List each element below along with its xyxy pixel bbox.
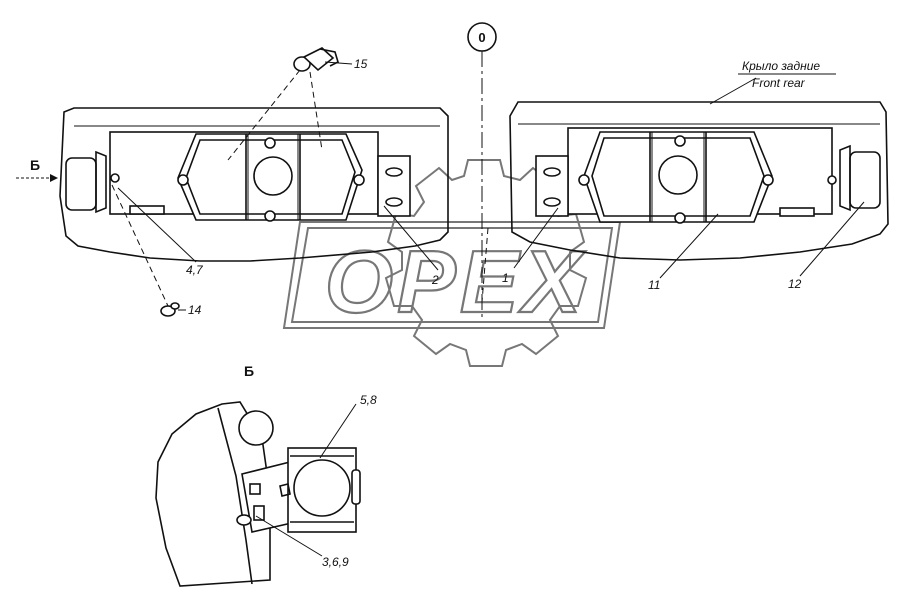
detail-leader-3-6-9 [255, 515, 323, 557]
left-side-clamp [377, 155, 411, 217]
left-lamp-screw-bottom [264, 210, 276, 222]
detail-wing-edge [217, 407, 253, 585]
bulb-part-14 [160, 302, 180, 317]
detail-nut-top [249, 483, 261, 495]
detail-bolt [236, 514, 252, 526]
callout-1: 1 [502, 271, 509, 285]
left-lamp-screw-right [353, 174, 365, 186]
right-clamp-hole-bottom [543, 197, 561, 207]
assembly-line-15b [309, 71, 323, 151]
callout-12: 12 [788, 277, 802, 291]
left-lamp-screw-left [177, 174, 189, 186]
right-lamp-rim [591, 137, 765, 217]
view-b-arrow: Б [16, 157, 58, 182]
right-side-clamp [535, 155, 569, 217]
zero-marker-label: 0 [478, 30, 485, 45]
right-lamp-screw-right [762, 174, 774, 186]
left-lamp-lens [253, 156, 293, 196]
watermark-frame [282, 221, 622, 329]
left-wing-body [59, 107, 449, 262]
left-end-cap [65, 157, 97, 211]
bulb-part-15 [293, 47, 339, 72]
left-lamp-assembly [59, 47, 489, 317]
right-mount-tab [779, 207, 815, 217]
left-end-screw [110, 173, 120, 183]
detail-view-b: Б 5,8 3,6,9 [155, 363, 377, 587]
wing-label-en: Front rear [752, 76, 806, 90]
detail-nut-bottom [253, 505, 265, 521]
assembly-line-center [481, 227, 489, 303]
detail-lamp-lens [293, 459, 351, 517]
right-lamp-screw-left [578, 174, 590, 186]
callout-11: 11 [648, 278, 660, 292]
callout-4-7: 4,7 [186, 263, 204, 277]
right-end-ring [839, 144, 851, 212]
left-clamp-hole-top [385, 167, 403, 177]
wing-label: Крыло задние Front rear [709, 59, 836, 105]
left-mount-tab [129, 205, 165, 215]
wing-label-leader [709, 77, 757, 105]
callouts: 15 4,7 14 2 1 11 12 [117, 57, 865, 317]
right-lamp-screw-top [674, 135, 686, 147]
watermark-text: OPEX [325, 232, 587, 331]
right-clamp-hole-top [543, 167, 561, 177]
left-end-ring [95, 150, 107, 214]
right-lamp-screw-bottom [674, 212, 686, 224]
callout-5-8: 5,8 [360, 393, 377, 407]
callout-14: 14 [188, 303, 202, 317]
right-end-screw [827, 175, 837, 185]
detail-screw [279, 483, 291, 497]
right-wing-body [509, 101, 889, 261]
view-b-title: Б [244, 363, 254, 379]
wing-label-ru: Крыло задние [742, 59, 820, 73]
detail-leader-5-8 [319, 403, 357, 459]
center-axis: 0 [467, 22, 497, 320]
view-arrow-label: Б [30, 157, 40, 173]
right-lamp-assembly [509, 101, 889, 261]
watermark-frame-inner [290, 227, 614, 323]
watermark: OPEX [282, 159, 622, 367]
callout-15: 15 [354, 57, 368, 71]
detail-end-cap [238, 410, 274, 446]
right-lamp-lens [658, 155, 698, 195]
callout-2: 2 [431, 273, 439, 287]
right-end-cap [849, 151, 881, 209]
left-clamp-hole-bottom [385, 197, 403, 207]
detail-lamp-boss [351, 469, 361, 505]
assembly-line-14 [111, 184, 169, 307]
left-lamp-screw-top [264, 137, 276, 149]
callout-3-6-9: 3,6,9 [322, 555, 349, 569]
